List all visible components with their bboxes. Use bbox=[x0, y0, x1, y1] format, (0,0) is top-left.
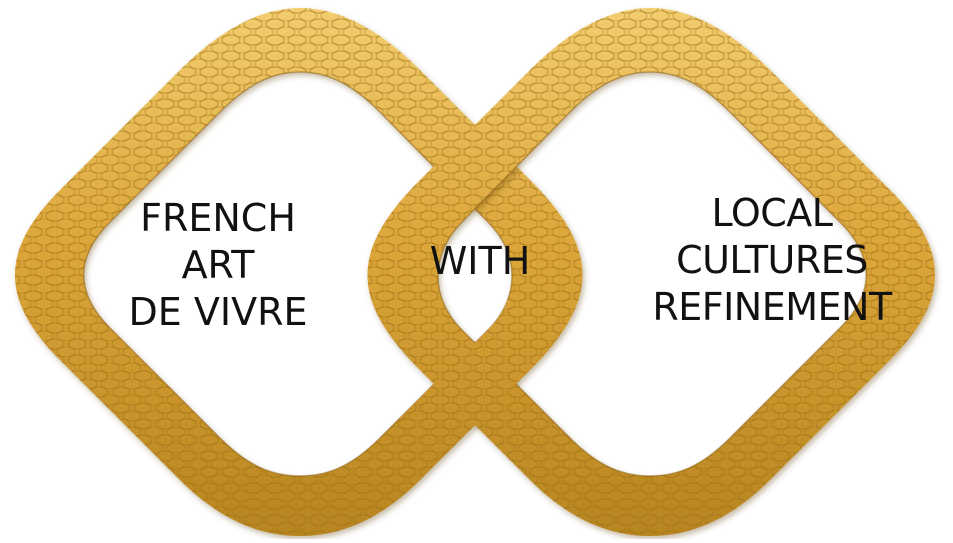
left-ring-label: FRENCH ART DE VIVRE bbox=[108, 195, 328, 336]
center-label: WITH bbox=[400, 238, 560, 285]
left-ring-text-line-1: FRENCH bbox=[108, 195, 328, 242]
right-ring-text-line-3: REFINEMENT bbox=[622, 284, 922, 331]
left-ring-text-line-3: DE VIVRE bbox=[108, 289, 328, 336]
right-ring-label: LOCAL CULTURES REFINEMENT bbox=[622, 190, 922, 331]
center-text: WITH bbox=[400, 238, 560, 285]
left-ring-text-line-2: ART bbox=[108, 242, 328, 289]
right-ring-text-line-1: LOCAL bbox=[622, 190, 922, 237]
right-ring-text-line-2: CULTURES bbox=[622, 237, 922, 284]
